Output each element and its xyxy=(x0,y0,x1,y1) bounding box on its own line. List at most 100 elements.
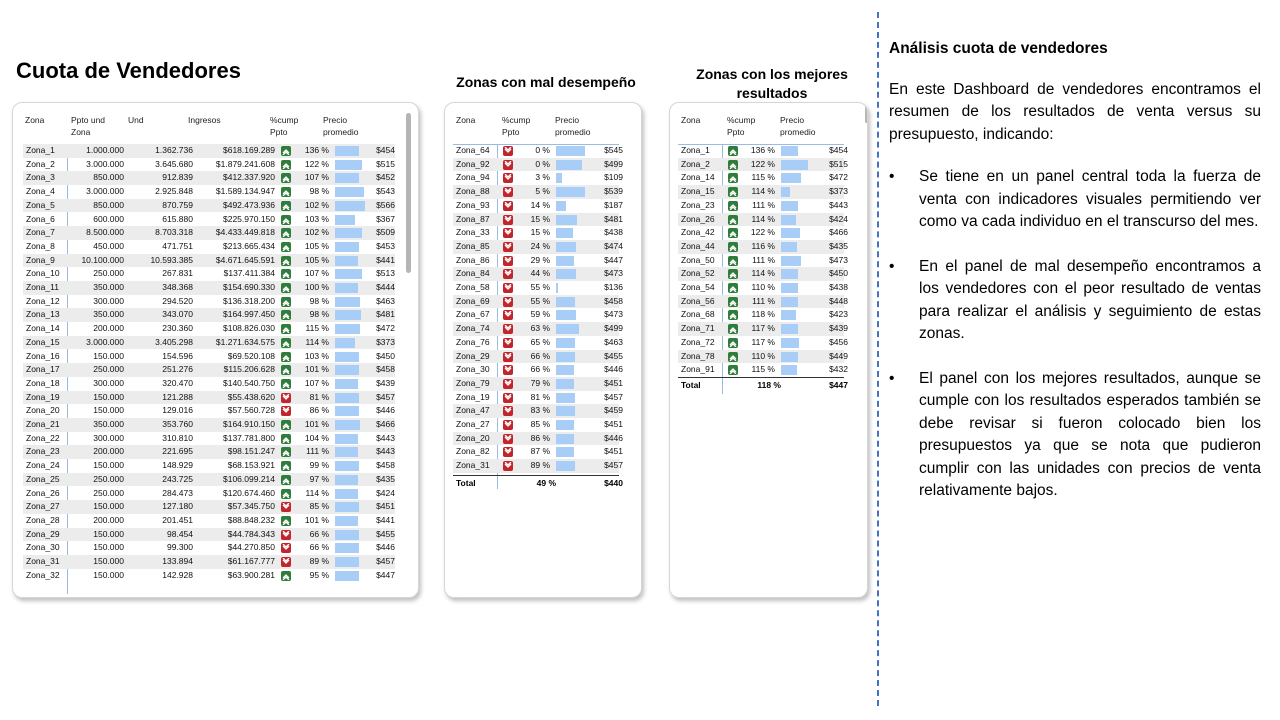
cump-cell: 95 % xyxy=(309,569,329,580)
ppto-cell: 300.000 xyxy=(93,432,124,443)
col-header-ingresos[interactable]: Ingresos xyxy=(188,115,221,125)
vertical-scrollbar[interactable] xyxy=(865,103,867,123)
cump-cell: 89 % xyxy=(530,460,550,471)
col-header-zona[interactable]: Zona xyxy=(681,115,701,125)
col-header-zona[interactable]: Zona xyxy=(25,115,45,125)
arrow-up-icon xyxy=(281,378,291,389)
precio-cell: $423 xyxy=(829,309,848,320)
col-header-cump[interactable]: %cump Ppto xyxy=(502,115,531,137)
col-header-ppto[interactable]: Ppto und Zona xyxy=(71,115,106,137)
col-header-zona[interactable]: Zona xyxy=(456,115,476,125)
col-header-und[interactable]: Und xyxy=(128,115,144,125)
ppto-cell: 350.000 xyxy=(93,282,124,292)
zona-cell: Zona_3 xyxy=(26,172,55,183)
ingresos-cell: $412.337.920 xyxy=(223,172,275,183)
col-header-precio[interactable]: Precio promedio xyxy=(323,115,359,137)
col-header-cump[interactable]: %cump Ppto xyxy=(727,115,756,137)
vertical-scrollbar[interactable] xyxy=(406,113,411,273)
ppto-cell: 150.000 xyxy=(93,391,124,402)
col-header-precio[interactable]: Precio promedio xyxy=(555,115,591,137)
sales-quota-table[interactable]: Zona Ppto und Zona Und Ingresos %cump Pp… xyxy=(12,102,419,598)
price-bar xyxy=(335,557,359,567)
col-header-cump[interactable]: %cump Ppto xyxy=(270,115,299,137)
col-header-precio[interactable]: Precio promedio xyxy=(780,115,816,137)
